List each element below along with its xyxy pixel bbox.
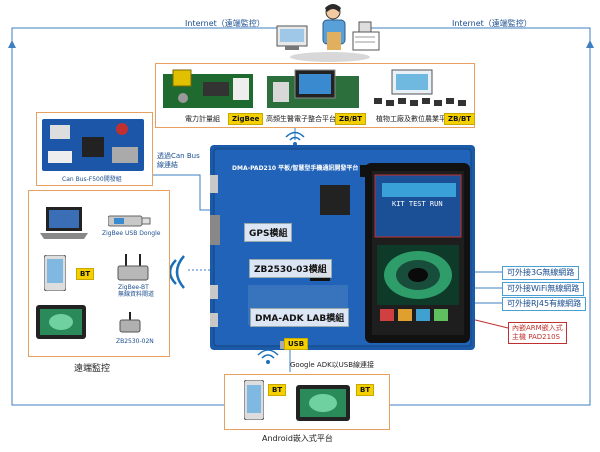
internet-label-left: Internet（遠端監控） xyxy=(185,19,265,28)
zigbee-bt-gateway-image xyxy=(117,254,149,281)
biomedical-label: 高頻生醫電子整合平台 xyxy=(266,115,336,123)
usb-dongle-image xyxy=(108,215,151,227)
adk-module-label: DMA-ADK LAB模組 xyxy=(250,308,350,327)
bt-tag-left: BT xyxy=(76,268,95,280)
zb2530-device-image xyxy=(119,312,141,333)
biomedical-board-image xyxy=(267,69,359,108)
zb2530-module-label: ZB2530-03模組 xyxy=(249,259,332,278)
plant-factory-label: 植物工廠及數位農業平台 xyxy=(376,115,453,123)
canbus-label: Can Bus-F500開發組 xyxy=(62,176,122,183)
android-tablet-image xyxy=(296,385,350,421)
zbbt-tag-2: ZB/BT xyxy=(444,113,476,125)
android-platform-caption: Android嵌入式平台 xyxy=(262,434,333,443)
wireless-waves-left-icon xyxy=(168,255,185,289)
canbus-link-label: 透過Can Bus 線連結 xyxy=(157,152,200,169)
callout-wifi: 可外接WiFi無線網路 xyxy=(502,282,585,296)
remote-monitor-caption: 遠端監控 xyxy=(74,364,111,374)
internet-label-right: Internet（遠端監控） xyxy=(452,19,532,28)
usb-tag: USB xyxy=(284,338,309,350)
callout-3g: 可外接3G無線網路 xyxy=(502,266,580,280)
wireless-waves-bottom-icon xyxy=(257,349,279,364)
zigbee-usb-label: ZigBee USB Dongle xyxy=(102,230,161,237)
power-meter-board-image xyxy=(163,69,253,108)
tablet-left-image xyxy=(36,305,86,339)
android-phone-image xyxy=(244,380,264,420)
board-title: DMA-PAD210 平板/智慧型手機通訊開發平台 xyxy=(232,165,359,172)
lcd-text: KIT TEST RUN xyxy=(392,200,443,208)
google-adk-link-label: Google ADK以USB線連接 xyxy=(290,361,375,369)
bt-tag-bottom-1: BT xyxy=(268,384,287,396)
canbus-board-image xyxy=(42,119,144,171)
zigbee-tag: ZigBee xyxy=(228,113,264,125)
bt-tag-bottom-2: BT xyxy=(356,384,375,396)
zb2530-device-label: ZB2530-02N xyxy=(116,338,154,345)
zbbt-tag-1: ZB/BT xyxy=(335,113,367,125)
main-board xyxy=(210,145,475,350)
gps-module-label: GPS模組 xyxy=(244,223,293,242)
plant-factory-image xyxy=(374,69,466,106)
zigbee-bt-label: ZigBee-BT 無線資料閘道 xyxy=(118,284,155,298)
laptop-image xyxy=(40,207,88,239)
callout-rj45: 可外接RJ45有線網路 xyxy=(502,297,587,311)
power-meter-label: 電力計量組 xyxy=(185,115,220,123)
phone-image xyxy=(44,255,66,291)
callout-core: 內嵌ARM嵌入式 主機 PAD210S xyxy=(508,322,567,344)
operator-illustration xyxy=(276,4,380,62)
